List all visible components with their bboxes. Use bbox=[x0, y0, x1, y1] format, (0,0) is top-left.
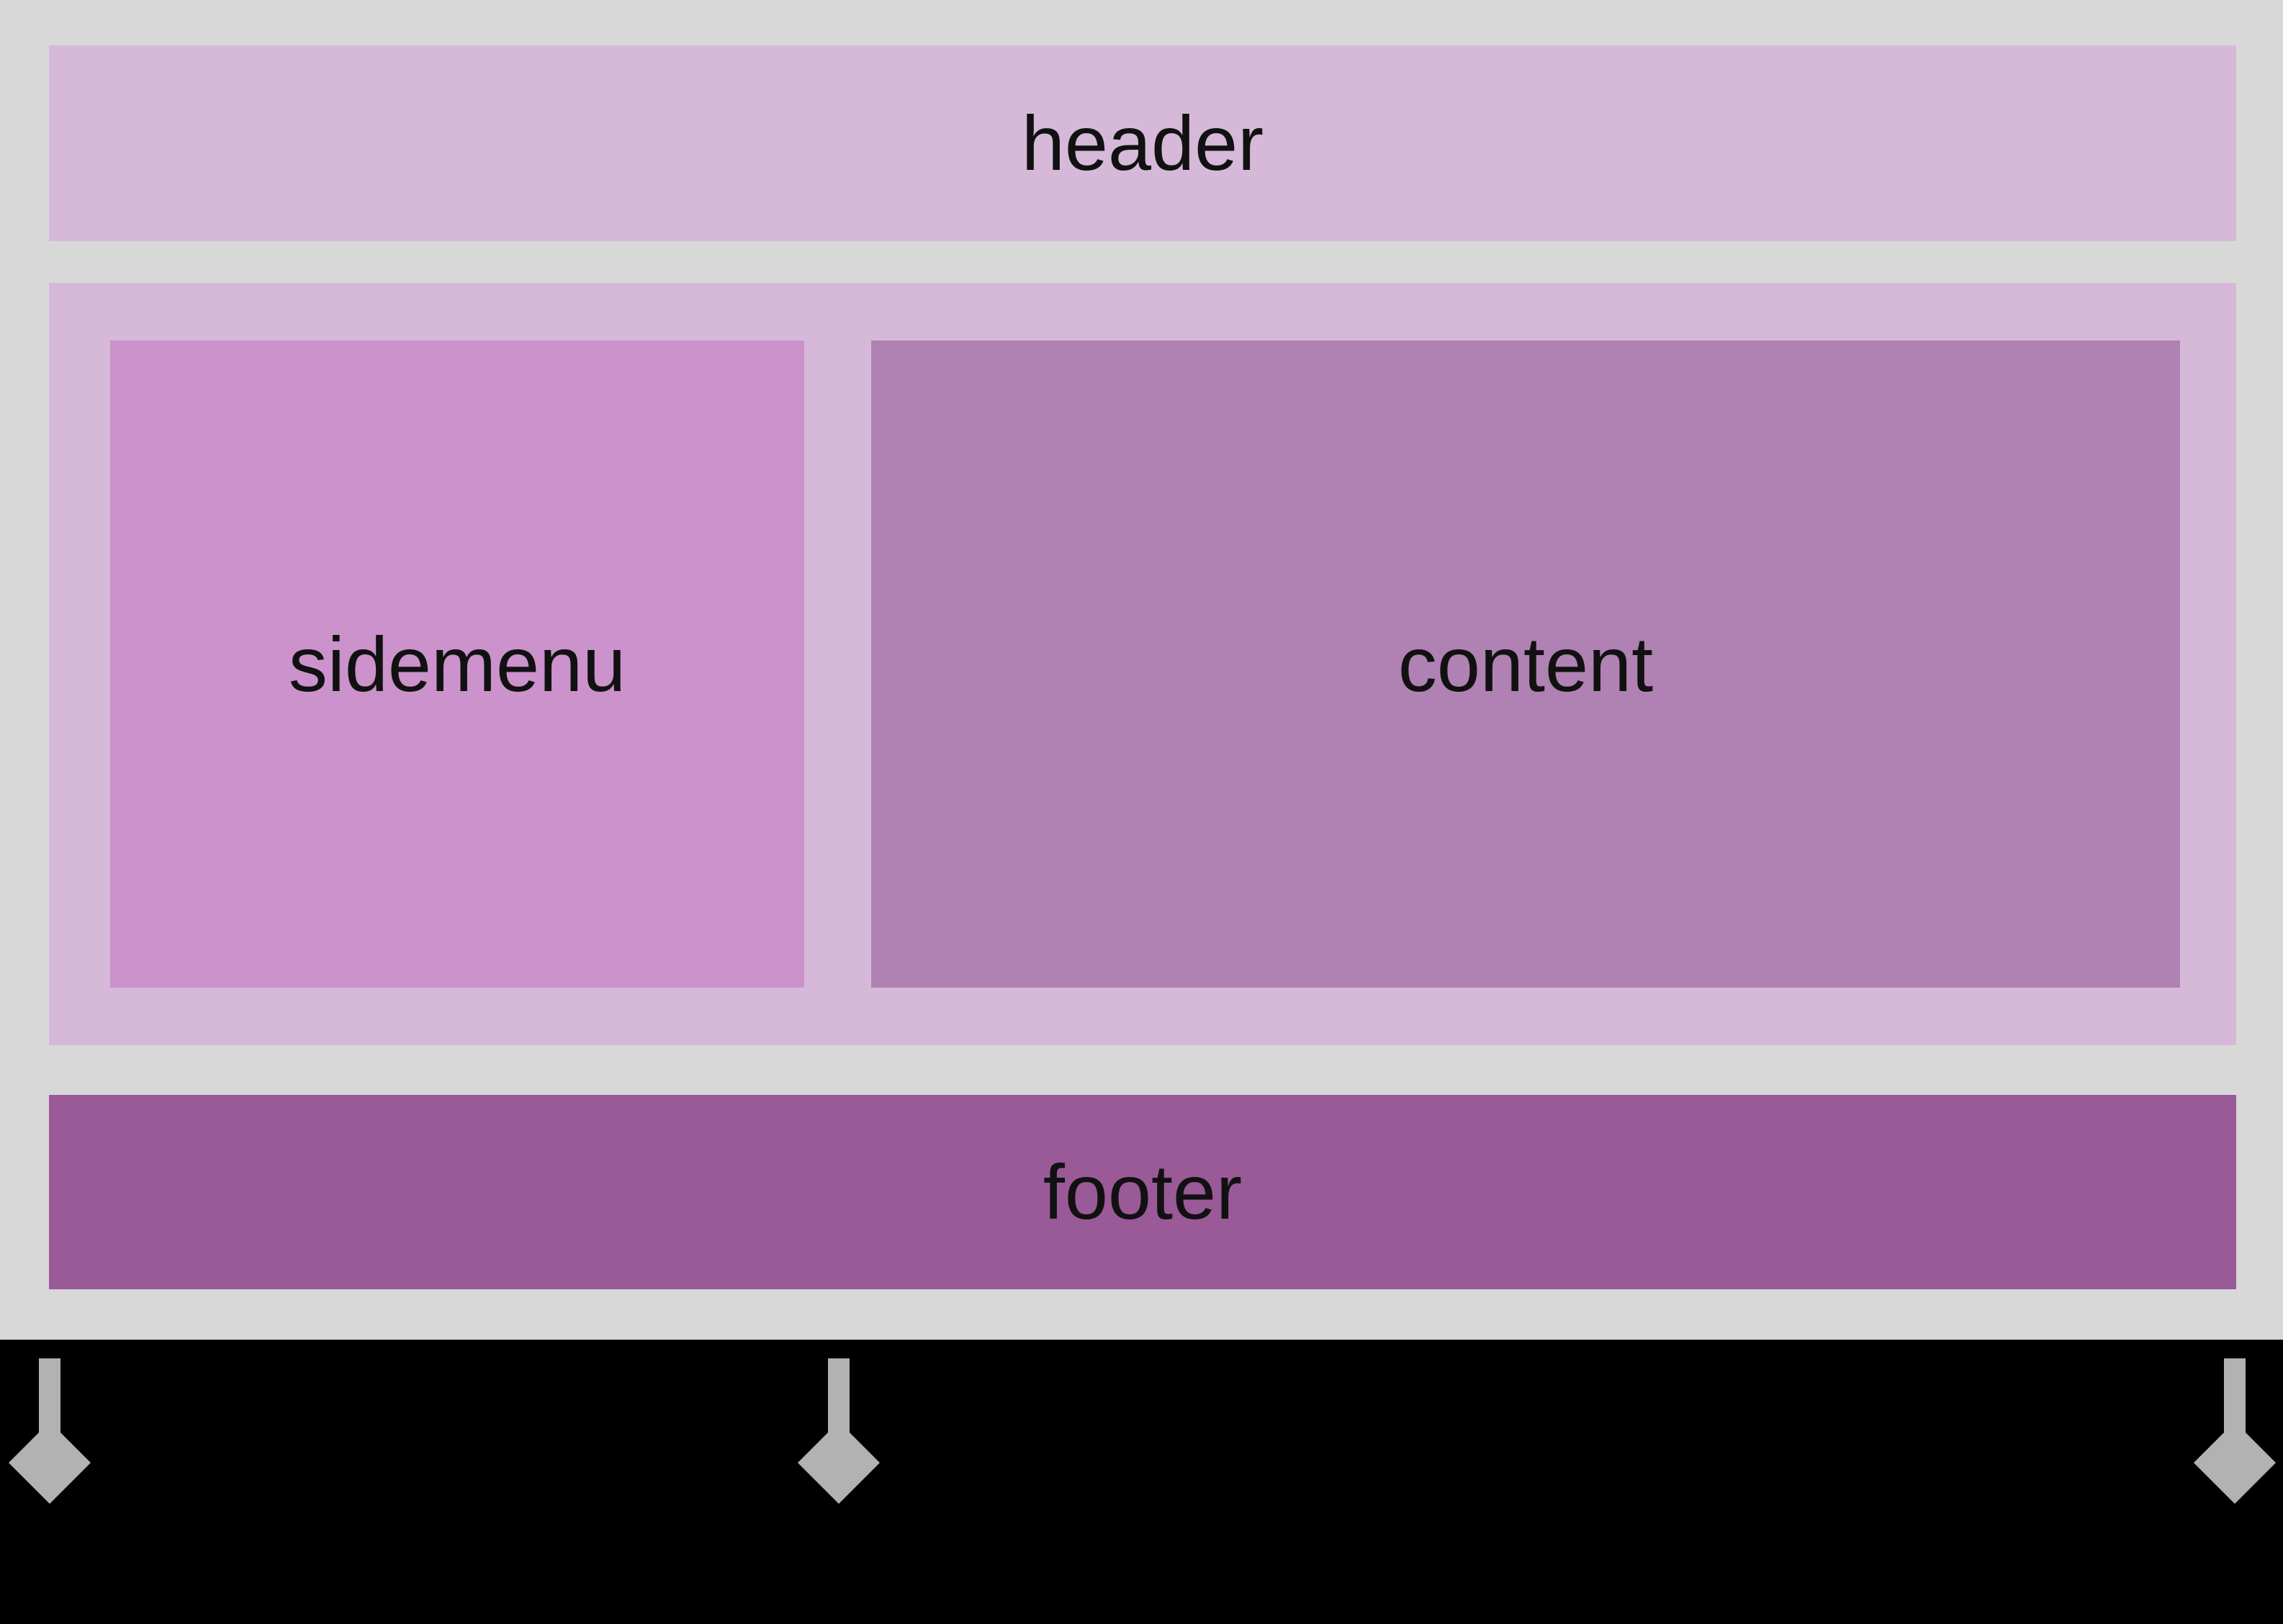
footer-block: footer bbox=[49, 1095, 2236, 1289]
content-block: content bbox=[871, 340, 2180, 988]
footer-label: footer bbox=[1043, 1148, 1243, 1235]
content-label: content bbox=[1397, 620, 1654, 708]
arrow-down-icon bbox=[798, 1358, 880, 1504]
arrow-down-icon bbox=[2194, 1358, 2276, 1504]
arrow-down-icon bbox=[9, 1358, 91, 1504]
main-row-block: sidemenu content bbox=[49, 283, 2236, 1045]
sidemenu-label: sidemenu bbox=[288, 620, 626, 708]
header-block: header bbox=[49, 45, 2236, 241]
sidemenu-block: sidemenu bbox=[110, 340, 804, 988]
header-label: header bbox=[1021, 99, 1264, 186]
bottom-band bbox=[0, 1340, 2283, 1624]
